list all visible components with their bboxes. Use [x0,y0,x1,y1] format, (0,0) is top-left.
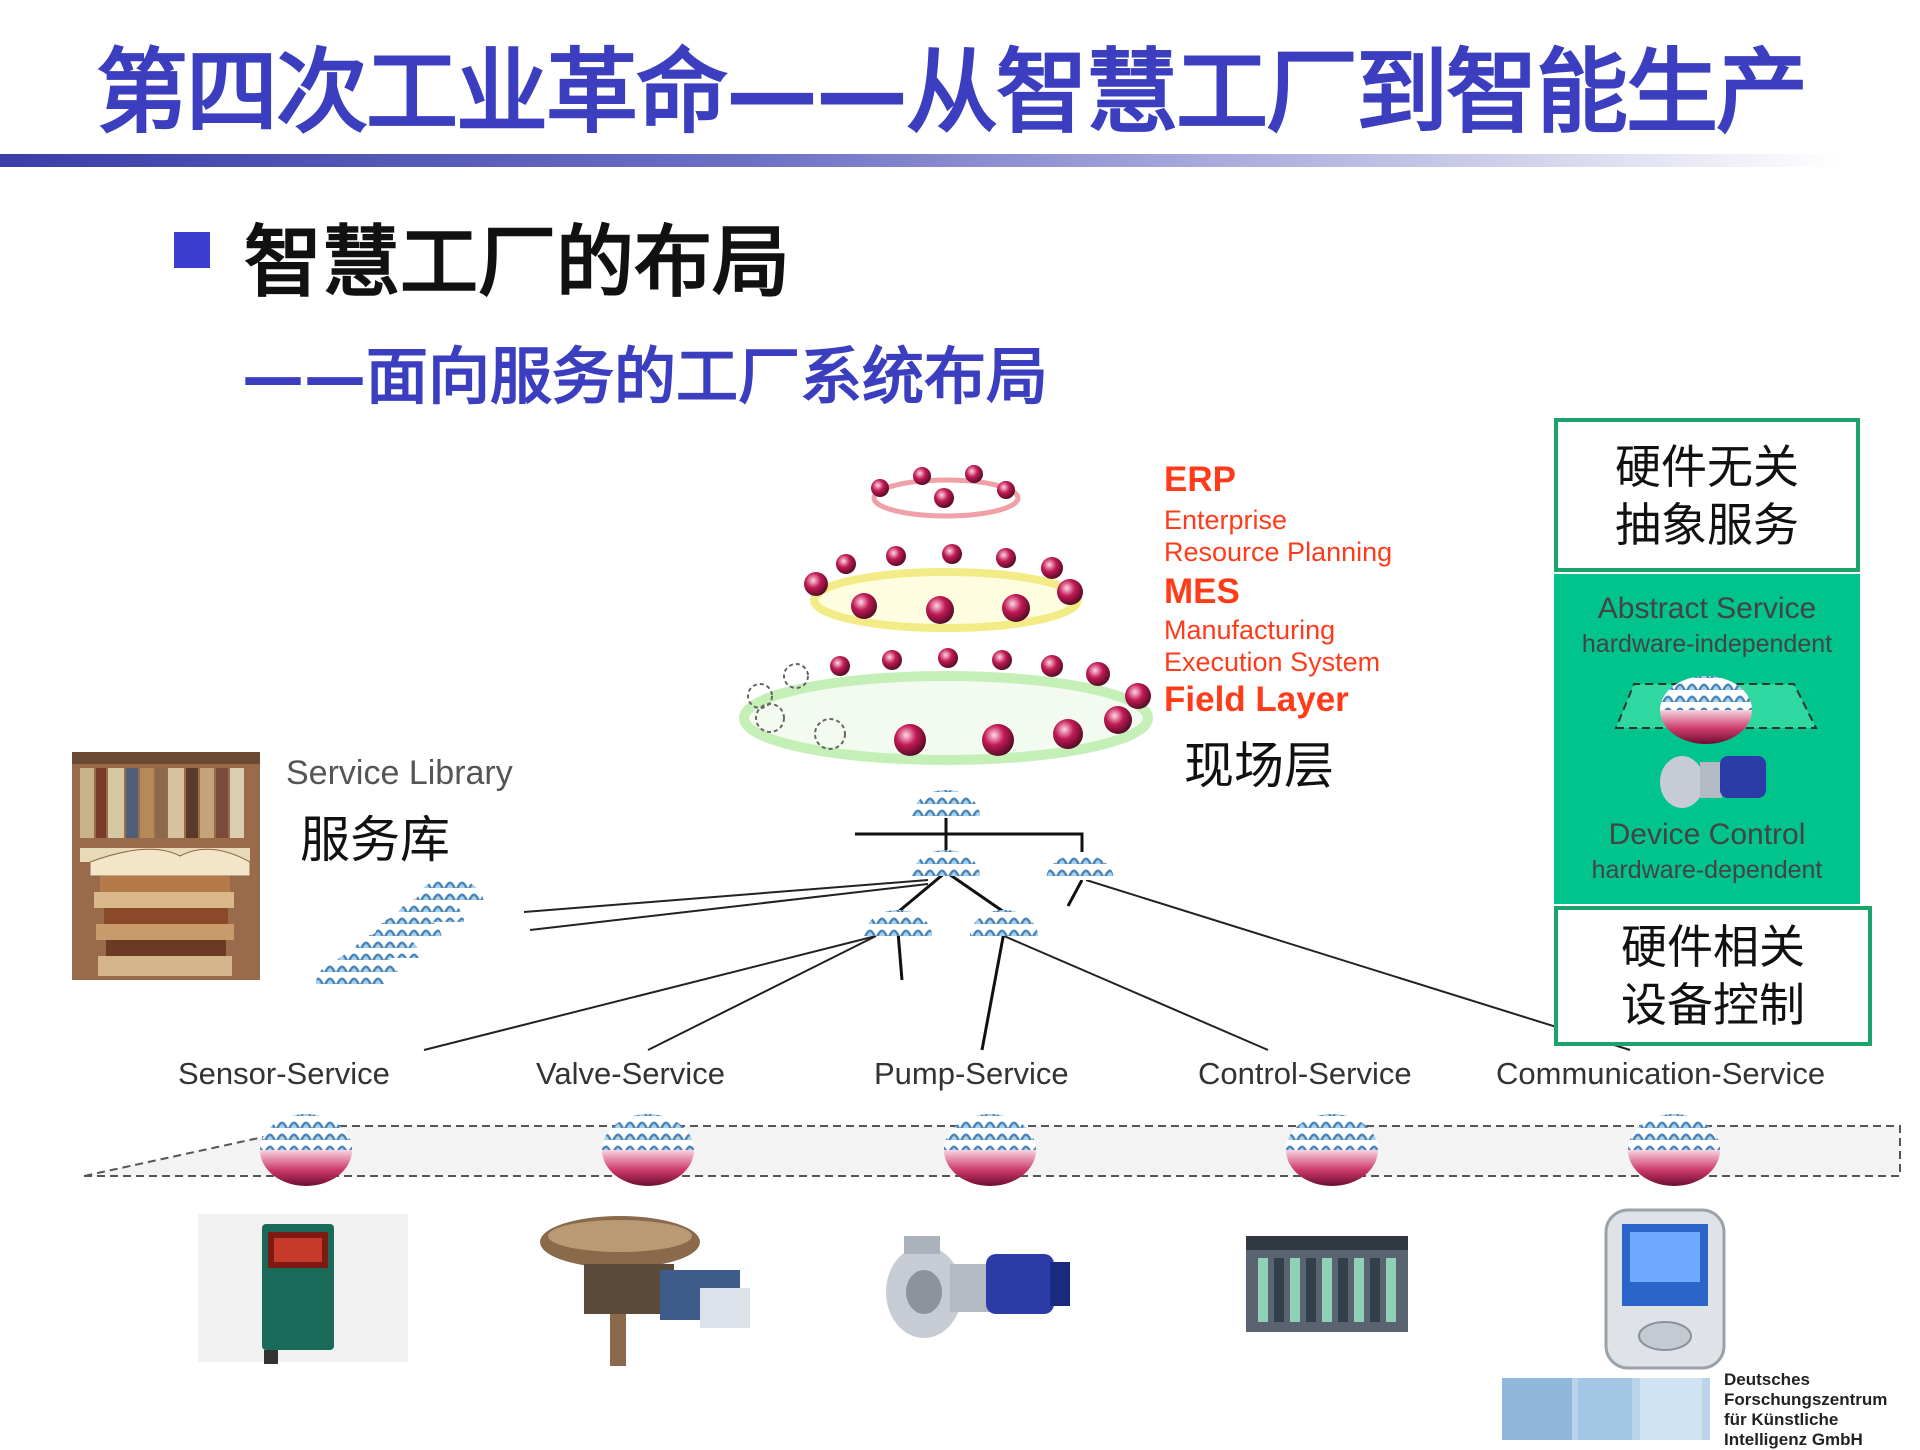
mes-label: MES [1164,572,1240,611]
field-balls [747,648,1151,756]
bullet-square [174,232,210,268]
erp-desc-1: Enterprise [1164,505,1288,535]
pump-service-node[interactable] [944,1114,1036,1186]
abstract-service-sub: hardware-independent [1581,630,1833,658]
hw-dep-line2: 设备控制 [1621,978,1805,1032]
section-subheading: ——面向服务的工厂系统布局 [242,340,1049,413]
pda-device-image [1604,1208,1726,1370]
valve-service-label: Valve-Service [536,1056,725,1091]
mes-desc-2: Execution System [1164,647,1381,677]
valve-device-image [534,1212,764,1366]
device-control-sub: hardware-dependent [1591,856,1823,884]
sensor-device-image [198,1214,408,1364]
pump-device-image [886,1236,1070,1338]
logo-line1: Forschungszentrum [1724,1390,1888,1409]
control-service-node[interactable] [1286,1114,1378,1186]
communication-service-node[interactable] [1628,1114,1720,1186]
library-domes [316,878,484,984]
erp-balls [871,465,1015,508]
plc-controller-image [1246,1236,1408,1332]
device-control-label: Device Control [1608,818,1806,851]
service-links [423,879,1631,1051]
hw-indep-line1: 硬件无关 [1615,440,1799,494]
mes-balls [804,544,1083,624]
abstraction-panel: Abstract Service hardware-independent De… [1554,574,1860,904]
field-layer-cn: 现场层 [1184,737,1334,795]
books-image [72,752,260,980]
erp-label: ERP [1164,460,1236,499]
section-heading: 智慧工厂的布局 [244,218,791,308]
erp-ring [871,477,1021,519]
pump-service-label: Pump-Service [874,1056,1069,1091]
service-library-cn: 服务库 [300,811,450,869]
service-tree-lines [855,818,1084,1051]
hardware-dependent-box: 硬件相关 设备控制 [1554,906,1872,1046]
sensor-service-node[interactable] [260,1114,352,1186]
communication-service-label: Communication-Service [1496,1056,1826,1091]
valve-service-node[interactable] [602,1114,694,1186]
abstract-service-label: Abstract Service [1597,592,1817,625]
field-layer-label: Field Layer [1164,680,1349,719]
logo-line0: Deutsches [1724,1370,1810,1389]
tree-domes [864,790,1114,936]
field-ring [739,671,1153,765]
erp-desc-2: Resource Planning [1164,537,1393,567]
mes-desc-1: Manufacturing [1164,615,1336,645]
hw-dep-line1: 硬件相关 [1621,920,1805,974]
hw-indep-line2: 抽象服务 [1615,498,1799,552]
sensor-service-label: Sensor-Service [178,1056,390,1091]
dfki-logo-text: Deutsches Forschungszentrum für Künstlic… [1724,1370,1887,1450]
dfki-logo [1502,1378,1710,1440]
control-service-label: Control-Service [1198,1056,1412,1091]
hardware-independent-box: 硬件无关 抽象服务 [1554,418,1860,572]
title-divider [0,154,1840,167]
abstraction-illustration [1614,676,1818,808]
service-library-label: Service Library [286,754,513,792]
logo-line3: Intelligenz GmbH [1724,1430,1863,1449]
slide-title: 第四次工业革命——从智慧工厂到智能生产 [96,39,1808,146]
logo-line2: für Künstliche [1724,1410,1839,1429]
